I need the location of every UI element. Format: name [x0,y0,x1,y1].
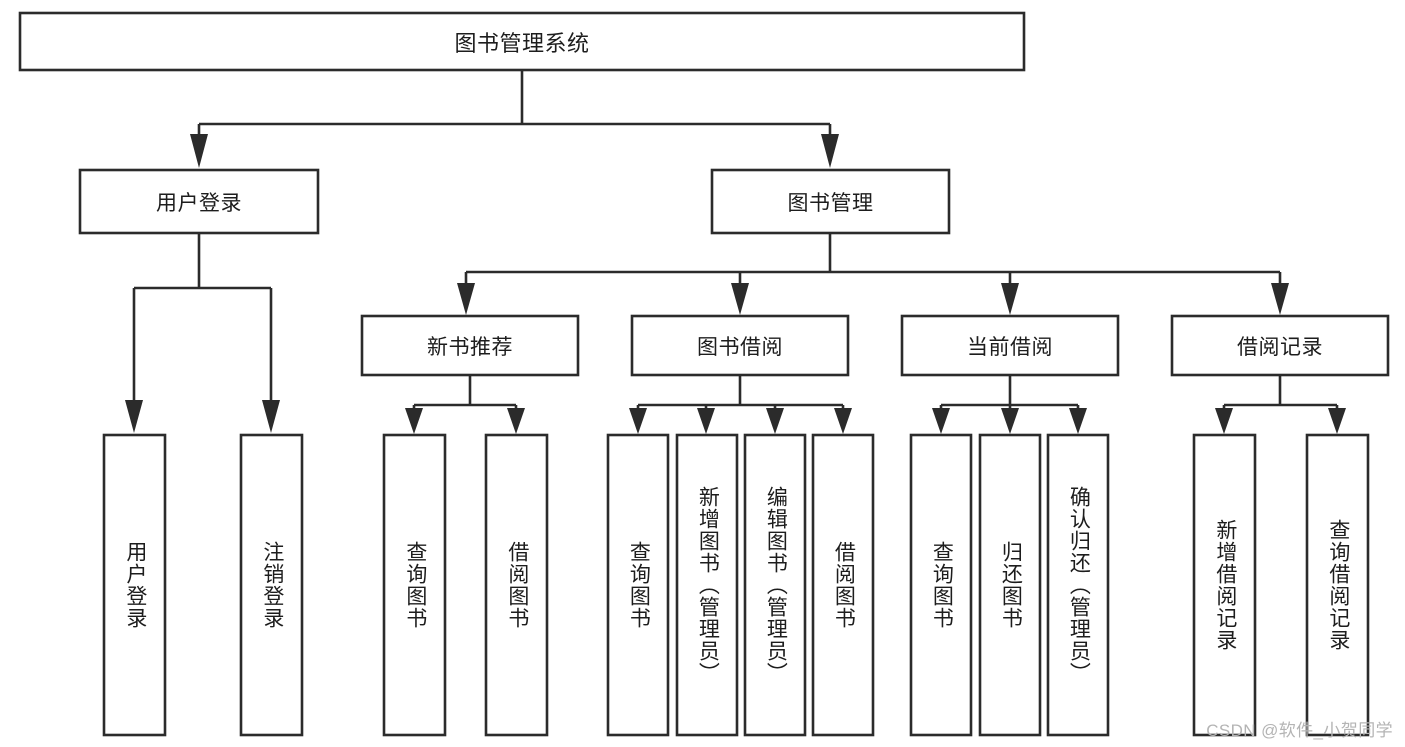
arrow-head-current-borrow [1001,283,1019,315]
arrow-head-book-borrow [731,283,749,315]
node-box-leaf-bb-2[interactable] [675,433,739,737]
arrow-head-leaf-cb-2 [1001,408,1019,434]
arrow-head-leaf-cb-1 [932,408,950,434]
arrow-head-leaf-nb-1 [405,408,423,434]
arrow-head-leaf-cb-3 [1069,408,1087,434]
arrow-head-leaf-ul-2 [262,400,280,433]
node-box-leaf-cb-1[interactable] [909,433,973,737]
connector-group-root [190,70,839,168]
arrow-head-book-manage [821,134,839,168]
arrow-head-borrow-record [1271,283,1289,315]
node-box-leaf-ul-1[interactable] [102,433,167,737]
node-box-leaf-bb-3[interactable] [743,433,807,737]
connector-group-borrow-record [1215,376,1346,434]
connector-group-user-login [125,233,280,433]
node-box-leaf-br-1[interactable] [1192,433,1257,737]
arrow-head-leaf-nb-2 [507,408,525,434]
arrow-head-leaf-br-1 [1215,408,1233,434]
node-box-leaf-cb-3[interactable] [1046,433,1110,737]
node-box-leaf-nb-1[interactable] [382,433,447,737]
node-box-leaf-bb-1[interactable] [606,433,670,737]
node-box-leaf-cb-2[interactable] [978,433,1042,737]
connector-group-current-borrow [932,376,1087,434]
arrow-head-leaf-bb-1 [629,408,647,434]
node-box-leaf-nb-2[interactable] [484,433,549,737]
node-box-user-login[interactable] [78,168,320,235]
arrow-head-leaf-bb-3 [766,408,784,434]
arrow-head-leaf-bb-4 [834,408,852,434]
node-box-new-book[interactable] [360,314,580,377]
node-box-leaf-bb-4[interactable] [811,433,875,737]
arrow-head-new-book [457,283,475,315]
connector-group-book-manage [457,233,1289,315]
node-box-book-manage[interactable] [710,168,951,235]
node-box-title[interactable] [18,11,1026,72]
arrow-head-leaf-br-2 [1328,408,1346,434]
node-box-leaf-br-2[interactable] [1305,433,1370,737]
node-box-book-borrow[interactable] [630,314,850,377]
node-box-leaf-ul-2[interactable] [239,433,304,737]
connector-group-book-borrow [629,376,852,434]
arrow-head-leaf-ul-1 [125,400,143,433]
arrow-head-leaf-bb-2 [697,408,715,434]
arrow-head-user-login [190,134,208,168]
node-box-borrow-record[interactable] [1170,314,1390,377]
connector-group-new-book [405,376,525,434]
node-box-current-borrow[interactable] [900,314,1120,377]
